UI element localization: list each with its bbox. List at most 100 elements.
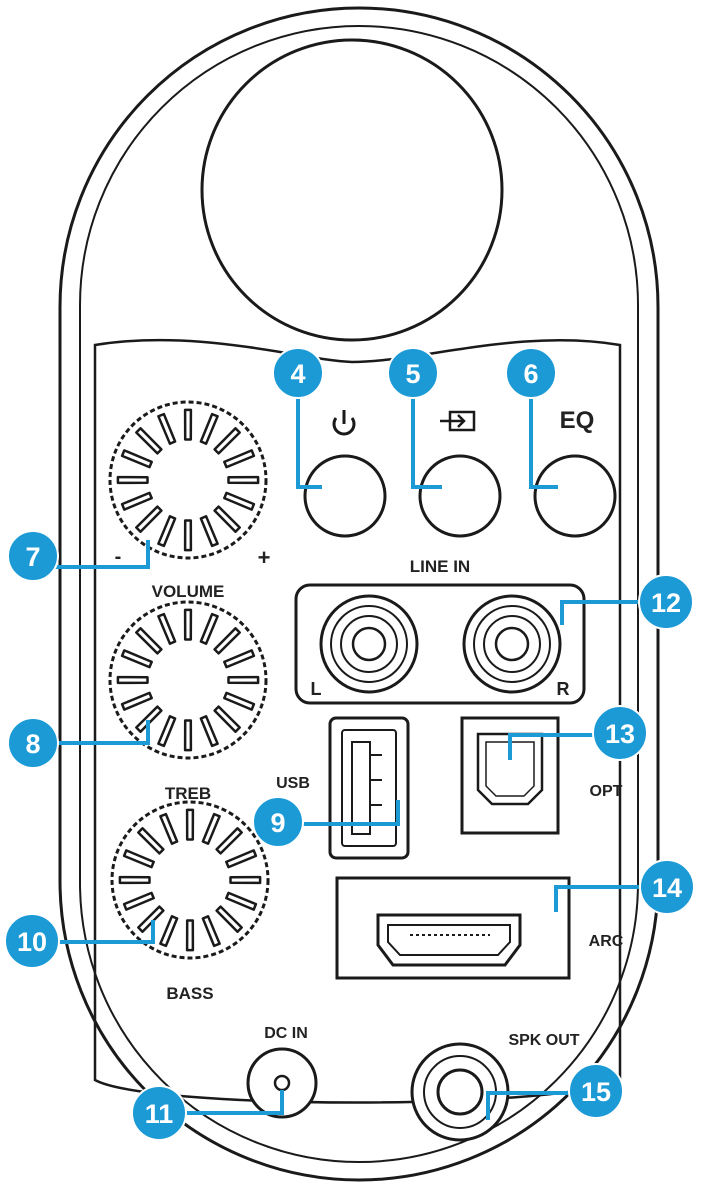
callout-7: 7: [7, 530, 59, 582]
line-in-left-jack[interactable]: [319, 594, 419, 694]
bass-knob-ridge: [201, 812, 221, 845]
volume-plus-label: +: [258, 545, 271, 570]
treble-knob-ridge: [183, 719, 193, 752]
bass-knob-ridge: [185, 808, 195, 841]
leader-7: [46, 540, 150, 569]
svg-text:6: 6: [523, 359, 538, 389]
treble-knob[interactable]: [108, 600, 268, 760]
power-icon: [332, 410, 356, 436]
treble-knob-ridge: [227, 675, 260, 685]
volume-knob-ridge: [116, 475, 149, 485]
volume-knob-ridge: [213, 427, 241, 455]
treble-knob-ridge: [116, 675, 149, 685]
bass-knob-ridge: [201, 915, 221, 948]
leader-8: [46, 720, 150, 745]
bass-knob-ridge: [215, 827, 243, 855]
svg-text:15: 15: [581, 1077, 611, 1107]
leader-9: [290, 800, 400, 826]
bass-knob-ridge: [225, 891, 258, 911]
treble-knob-ridge: [213, 627, 241, 655]
svg-text:4: 4: [290, 359, 305, 389]
callout-10: 10: [4, 913, 60, 969]
leader-5: [411, 387, 442, 489]
leader-6: [529, 387, 558, 489]
volume-knob-ridge: [157, 412, 177, 445]
dc-in-port[interactable]: [246, 1047, 318, 1119]
callout-12: 12: [638, 574, 694, 630]
eq-button[interactable]: [533, 454, 617, 538]
usb-label: USB: [276, 775, 310, 792]
treble-knob-ridge: [120, 649, 153, 669]
bass-knob-ridge: [137, 827, 165, 855]
treble-knob-ridge: [157, 715, 177, 748]
bass-knob-ridge: [122, 891, 155, 911]
volume-knob[interactable]: [108, 400, 268, 560]
leader-15: [486, 1091, 585, 1120]
bass-knob[interactable]: [110, 800, 270, 960]
arc-label: ARC: [589, 933, 624, 950]
bass-knob-ridge: [118, 875, 151, 885]
callout-6: 6: [505, 347, 557, 399]
eq-label: EQ: [560, 407, 595, 434]
treble-knob-ridge: [213, 705, 241, 733]
volume-knob-ridge: [223, 449, 256, 469]
svg-text:8: 8: [25, 729, 40, 759]
callout-15: 15: [568, 1063, 624, 1119]
volume-minus-label: -: [115, 546, 122, 568]
treble-knob-ridge: [199, 715, 219, 748]
bass-knob-ridge: [159, 812, 179, 845]
line-in-right-jack[interactable]: [462, 594, 562, 694]
volume-knob-ridge: [213, 505, 241, 533]
callout-4: 4: [272, 347, 324, 399]
leader-11: [172, 1090, 284, 1115]
svg-text:14: 14: [652, 873, 682, 903]
volume-knob-ridge: [199, 515, 219, 548]
treble-knob-ridge: [157, 612, 177, 645]
source-button[interactable]: [418, 454, 502, 538]
callout-8: 8: [7, 717, 59, 769]
speaker-out-jack[interactable]: [410, 1042, 510, 1142]
treble-knob-ridge: [183, 608, 193, 641]
svg-text:7: 7: [25, 542, 40, 572]
line-in-left-label: L: [311, 679, 322, 699]
svg-text:11: 11: [145, 1099, 174, 1129]
bass-knob-ridge: [122, 849, 155, 869]
power-button[interactable]: [303, 454, 387, 538]
svg-text:12: 12: [651, 588, 681, 618]
hdmi-arc-port[interactable]: [376, 913, 522, 967]
volume-knob-ridge: [183, 519, 193, 552]
usb-port[interactable]: [328, 716, 410, 860]
callout-11: 11: [131, 1085, 187, 1141]
volume-knob-ridge: [157, 515, 177, 548]
volume-knob-ridge: [227, 475, 260, 485]
callout-5: 5: [387, 347, 439, 399]
volume-knob-ridge: [199, 412, 219, 445]
arc-panel: [335, 876, 571, 980]
svg-text:10: 10: [17, 927, 47, 957]
bass-label: BASS: [166, 984, 213, 1003]
bass-knob-ridge: [159, 915, 179, 948]
volume-knob-ridge: [135, 427, 163, 455]
bass-knob-ridge: [229, 875, 262, 885]
treble-knob-ridge: [199, 612, 219, 645]
leader-10: [45, 920, 155, 944]
line-in-label: LINE IN: [410, 557, 470, 576]
volume-knob-ridge: [120, 449, 153, 469]
line-in-panel: [294, 583, 586, 705]
source-input-icon: [440, 410, 476, 432]
opt-label: OPT: [590, 783, 623, 800]
treble-knob-ridge: [223, 691, 256, 711]
bass-knob-ridge: [225, 849, 258, 869]
volume-knob-ridge: [120, 491, 153, 511]
top-grille-circle: [200, 38, 504, 342]
line-in-right-label: R: [557, 679, 570, 699]
volume-knob-ridge: [135, 505, 163, 533]
callout-leader-lines: [45, 387, 656, 1120]
svg-text:5: 5: [405, 359, 420, 389]
dc-in-label: DC IN: [264, 1025, 308, 1042]
leader-14: [554, 885, 656, 912]
treble-knob-ridge: [120, 691, 153, 711]
treble-knob-ridge: [135, 627, 163, 655]
leader-13: [508, 733, 609, 760]
